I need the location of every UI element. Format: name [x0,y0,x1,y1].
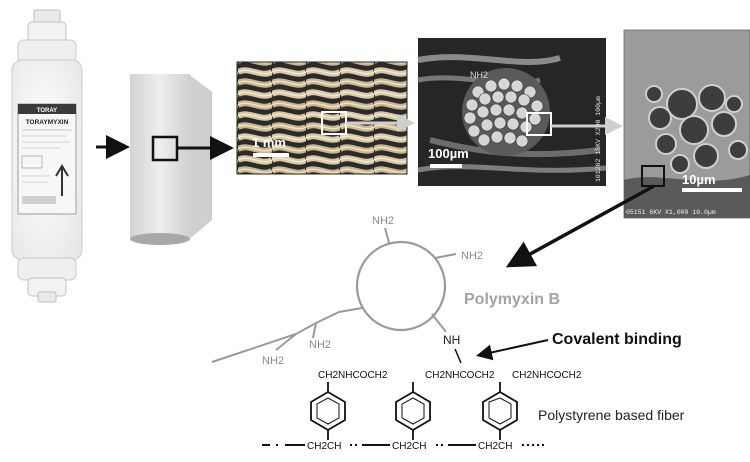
bundle-focus-box [526,112,552,136]
side-chain-1: CH2NHCOCH2 [318,370,388,381]
fiber-bundle-micrograph: 100µm NH2 101202 15KV X200 100µm [417,38,607,186]
fiber-cross-section-micrograph: 10µm 05151 6KV X1,000 10.0µm [623,29,750,219]
covalent-binding-arrow [476,339,549,361]
fiber-roll-image [130,74,212,245]
bundle-sem-info: 101202 15KV X200 100µm [595,96,602,182]
side-chain-3: CH2NHCOCH2 [512,370,582,381]
covalent-binding-label: Covalent binding [552,331,682,348]
cartridge-brand: TORAY [37,108,57,114]
backbone-unit-1: CH2CH [307,441,341,452]
arrow-section-to-polymyxin [505,184,655,268]
section-scale-label: 10µm [682,172,716,187]
polystyrene-structure: CH2NHCOCH2 CH2NHCOCH2 CH2NHCOCH2 [262,370,582,452]
side-chain-2: CH2NHCOCH2 [425,370,495,381]
fabric-micrograph: 1 mm [236,61,408,175]
backbone-unit-3: CH2CH [478,441,512,452]
polymyxin-structure: NH2 NH2 NH2 NH2 NH Polymyxin B [211,215,560,367]
backbone-unit-2: CH2CH [392,441,426,452]
polymyxin-title: Polymyxin B [464,291,560,308]
linker-nh: NH [443,333,460,347]
amine-label-tail-b: NH2 [262,355,284,367]
bundle-amine-label: NH2 [470,70,488,80]
cartridge-name: TORAYMYXIN [26,119,69,126]
cartridge-image: TORAY TORAYMYXIN [11,9,83,303]
amine-label-tail-a: NH2 [309,339,331,351]
polymyxin-ring [355,240,447,332]
fabric-scale-label: 1 mm [252,135,286,150]
polystyrene-label: Polystyrene based fiber [538,407,685,423]
amine-label-right: NH2 [461,250,483,262]
amine-label-top: NH2 [372,215,394,227]
bundle-scale-label: 100µm [428,146,469,161]
section-sem-info: 05151 6KV X1,000 10.0µm [626,209,716,216]
